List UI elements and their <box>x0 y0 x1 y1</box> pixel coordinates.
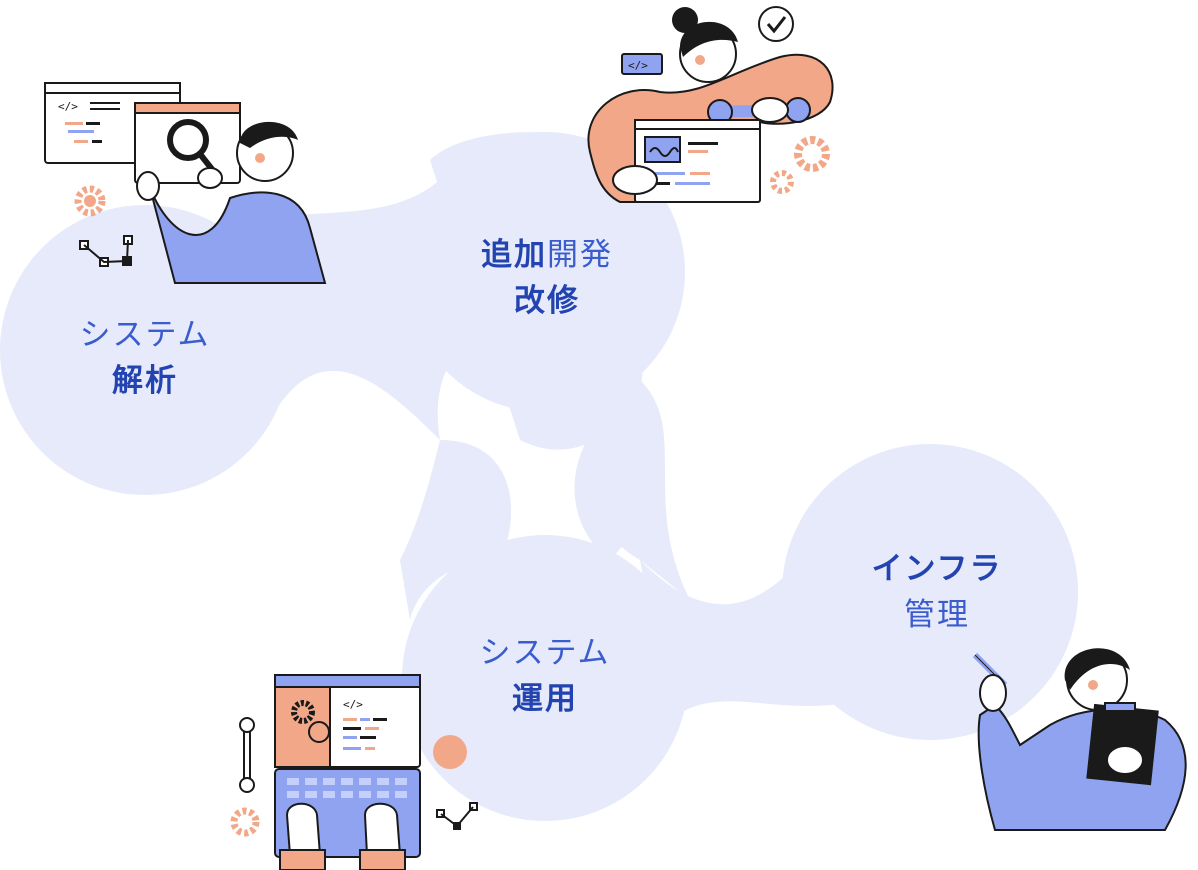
hands-on-laptop-icon: </> <box>230 674 478 870</box>
node-operation-line1: システム <box>479 635 611 671</box>
node-operation-label: システム 運用 <box>460 630 630 722</box>
node-development-line2: 改修 <box>514 283 580 319</box>
node-development-line1-light: 開発 <box>547 237 613 273</box>
node-analysis-line1: システム <box>79 317 211 353</box>
node-development-line1-bold: 追加 <box>481 237 547 273</box>
node-infra-label: インフラ 管理 <box>852 546 1022 638</box>
node-development-label: 追加開発 改修 <box>462 232 632 324</box>
node-infra-line2: 管理 <box>904 597 970 633</box>
person-with-magnifier-icon: </> <box>44 82 327 284</box>
node-infra-line1: インフラ <box>871 551 1003 587</box>
svg-text:</>: </> <box>628 59 648 72</box>
person-with-wrench-icon: </> <box>587 6 834 203</box>
svg-text:</>: </> <box>343 698 363 711</box>
node-analysis-label: システム 解析 <box>60 312 230 404</box>
node-analysis-line2: 解析 <box>112 363 178 399</box>
person-with-clipboard-icon <box>972 648 1187 831</box>
svg-text:</>: </> <box>58 100 78 113</box>
node-operation-line2: 運用 <box>512 681 578 717</box>
